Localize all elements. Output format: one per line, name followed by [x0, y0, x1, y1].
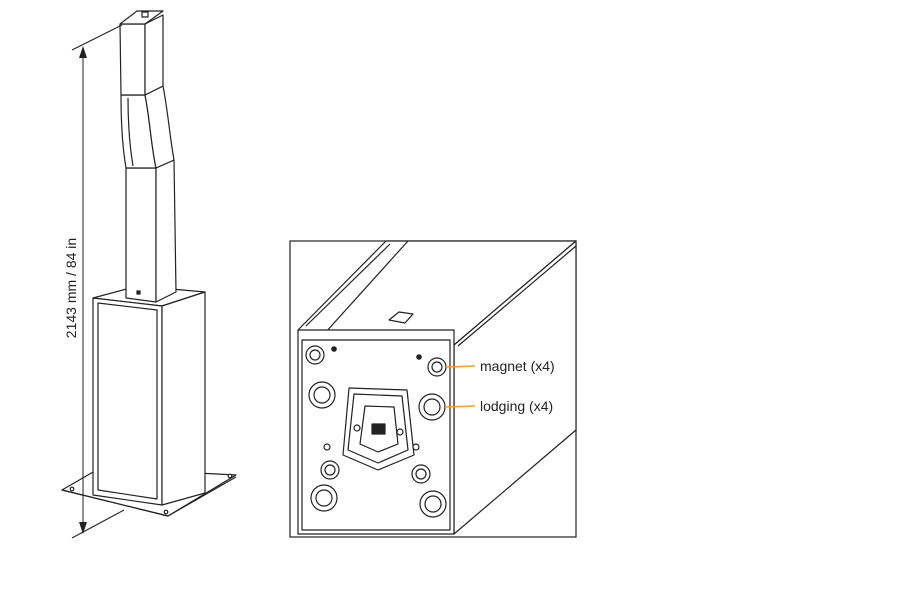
column-top-cap [141, 11, 149, 18]
connector-screw [323, 443, 331, 451]
column-middle-slot [127, 97, 134, 167]
magnet-callout-label: magnet (x4) [480, 358, 555, 374]
lodging [313, 386, 331, 404]
connector-screw [412, 443, 420, 451]
connector-screw [353, 424, 361, 432]
detail-pin-hole [416, 354, 422, 360]
column-top [119, 10, 164, 25]
detail-front-plate [301, 339, 451, 531]
magnet [309, 349, 321, 361]
connector-screw [396, 428, 404, 436]
connector-socket-icon [371, 423, 386, 435]
magnet [415, 468, 427, 480]
detail-top-bracket [388, 311, 414, 324]
detail-pin-hole [331, 346, 337, 352]
magnet [431, 361, 443, 373]
height-dimension [71, 24, 125, 539]
column-upper-front [119, 23, 146, 96]
magnet-leader-line [445, 365, 476, 368]
column-lower-side [155, 159, 177, 303]
lodging-callout-label: lodging (x4) [480, 398, 553, 414]
detail-top-seam [324, 240, 409, 334]
lodging [424, 495, 442, 513]
dimension-extension-top [71, 24, 123, 51]
column-middle-side [144, 85, 175, 169]
detail-side-edge [457, 245, 577, 347]
dimension-label: 2143 mm / 84 in [63, 238, 79, 338]
base-plate-screw [163, 509, 169, 515]
column-lower-front [125, 167, 157, 303]
subwoofer-front [92, 297, 163, 506]
dimension-arrowhead-bottom [79, 522, 87, 534]
dimension-arrowhead-top [79, 46, 87, 58]
detail-top-inner-edge [305, 243, 391, 327]
detail-view: magnet (x4) lodging (x4) [289, 240, 577, 538]
base-plate-edge [167, 476, 237, 517]
base-plate-edge [61, 489, 169, 517]
subwoofer-grille [97, 302, 158, 500]
base-plate-screw [69, 486, 75, 492]
base-plate-screw [227, 473, 233, 479]
magnet [324, 464, 336, 476]
lodging-leader-line [444, 405, 476, 408]
column-status-led [136, 290, 141, 295]
lodging-group [308, 381, 447, 518]
lodging [423, 398, 441, 416]
lodging [315, 489, 333, 507]
subwoofer-side [161, 291, 206, 506]
dimension-extension-bottom [71, 509, 125, 539]
column-upper-side [144, 14, 164, 96]
magnet-group [305, 345, 447, 484]
center-connector [323, 387, 420, 471]
speaker-system-illustration [61, 10, 237, 517]
